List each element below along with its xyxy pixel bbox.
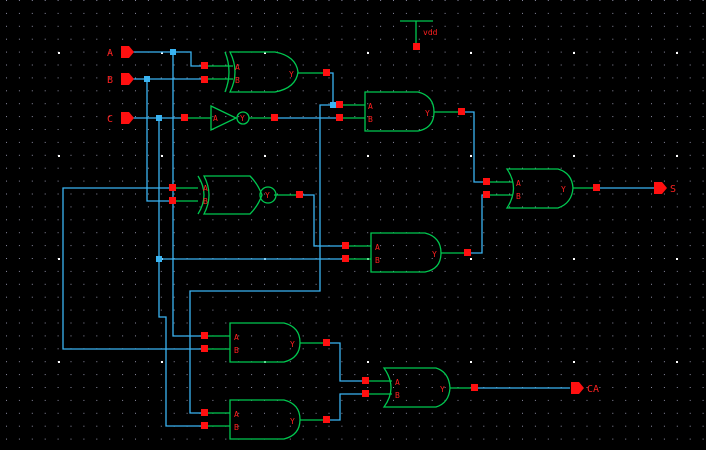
pin-label: B xyxy=(234,423,239,432)
pin-label: Y xyxy=(290,417,295,426)
pin-label: Y xyxy=(289,70,294,79)
inverter-gate[interactable]: A Y xyxy=(181,104,278,132)
wire-xnor-out[interactable] xyxy=(300,194,346,247)
pin-label: Y xyxy=(432,250,437,259)
pin-label: A xyxy=(395,378,400,387)
pin-label: A xyxy=(235,63,240,72)
input-port-b[interactable]: B xyxy=(107,73,134,86)
input-port-c[interactable]: C xyxy=(107,112,134,125)
pin-label: B xyxy=(516,192,521,201)
pin-label: B xyxy=(395,391,400,400)
port-label: S xyxy=(670,184,676,195)
input-port-a[interactable]: A xyxy=(107,46,134,59)
pin-label: B xyxy=(375,256,380,265)
junction-dot xyxy=(156,256,162,262)
pin-label: A xyxy=(203,184,208,193)
pin-label: A xyxy=(234,410,239,419)
xnor-gate[interactable]: A B Y xyxy=(169,175,303,215)
pin-label: A xyxy=(516,179,521,188)
pin-label: Y xyxy=(290,340,295,349)
pin-label: A xyxy=(213,114,218,123)
pin-label: Y xyxy=(425,109,430,118)
and-gate-4[interactable]: A B Y xyxy=(201,399,330,440)
pin-label: A xyxy=(234,333,239,342)
wire-a[interactable] xyxy=(133,51,205,337)
pin-label: B xyxy=(235,76,240,85)
wire-loop[interactable] xyxy=(62,187,205,350)
wire-and1-out[interactable] xyxy=(462,111,487,183)
and-gate-3[interactable]: A B Y xyxy=(201,322,330,363)
xor-gate-1[interactable]: A B Y xyxy=(201,51,330,93)
vdd-supply[interactable]: vdd xyxy=(400,20,438,50)
junction-dot xyxy=(330,102,336,108)
pin-label: B xyxy=(234,346,239,355)
port-label: B xyxy=(107,75,113,86)
pin-label: A xyxy=(375,243,380,252)
port-label: C xyxy=(107,114,113,125)
xor-gate-2[interactable]: A B Y xyxy=(483,168,600,209)
pin-label: B xyxy=(368,115,373,124)
and-gate-2[interactable]: A B Y xyxy=(342,232,471,273)
port-label: A xyxy=(107,48,113,59)
or-gate-carry[interactable]: A B Y xyxy=(362,367,478,408)
pin-label: Y xyxy=(265,191,270,200)
pin-label: Y xyxy=(440,385,445,394)
junction-dot xyxy=(156,115,162,121)
wire-and3-out[interactable] xyxy=(327,342,365,382)
pin-label: Y xyxy=(240,114,245,123)
port-label: CA xyxy=(587,384,599,395)
output-port-ca[interactable]: CA xyxy=(571,382,599,395)
pin-label: A xyxy=(368,102,373,111)
pin-label: Y xyxy=(561,185,566,194)
junction-dot xyxy=(170,49,176,55)
wire-and4-out[interactable] xyxy=(327,393,365,421)
and-gate-1[interactable]: A B Y xyxy=(336,91,465,132)
vdd-label: vdd xyxy=(423,28,438,37)
pin-label: B xyxy=(203,197,208,206)
output-port-s[interactable]: S xyxy=(654,182,676,195)
junction-dot xyxy=(144,76,150,82)
